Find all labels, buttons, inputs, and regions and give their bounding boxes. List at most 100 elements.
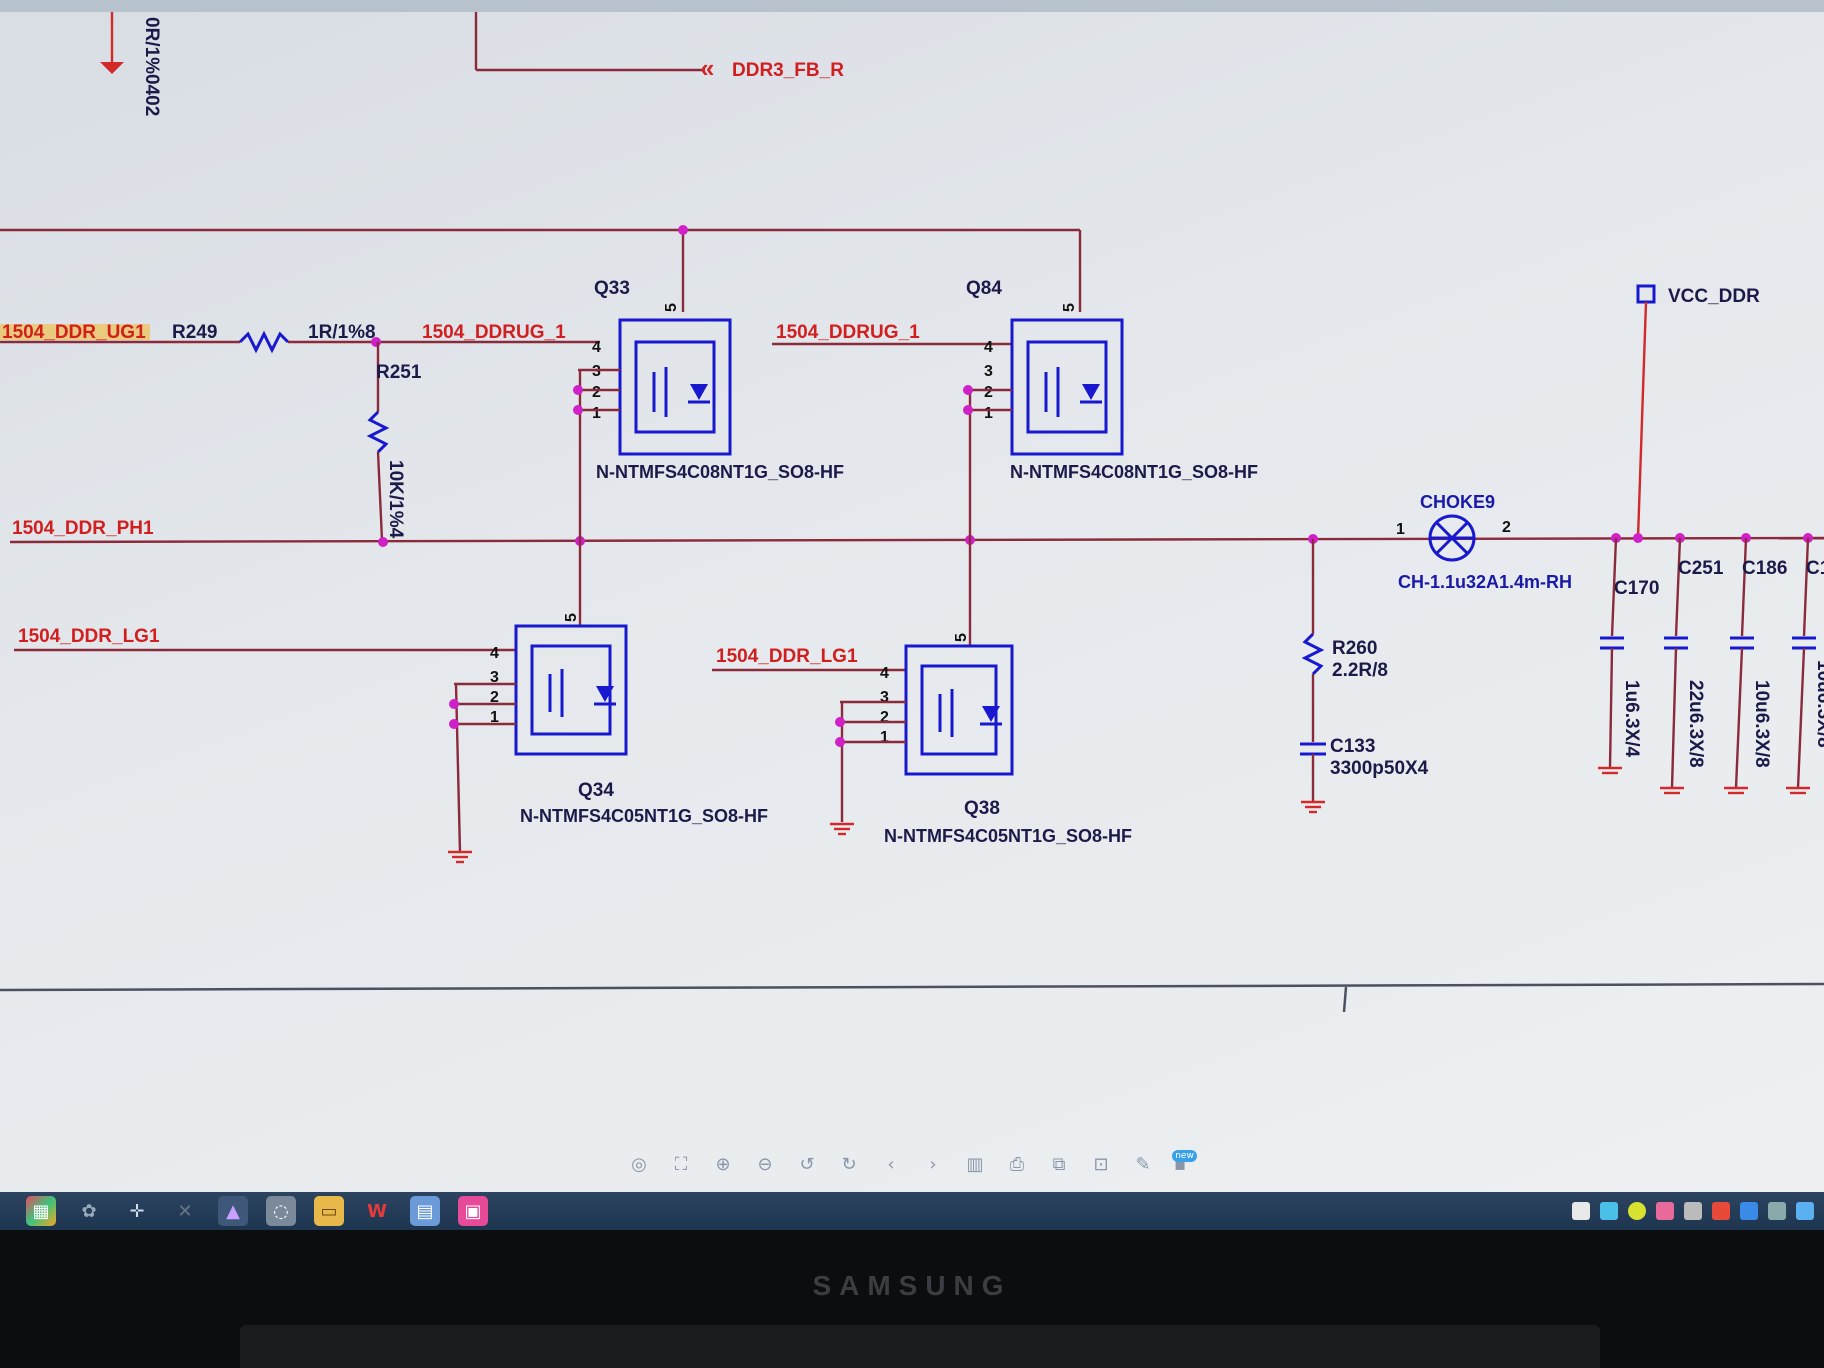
svg-text:2: 2 (1502, 519, 1511, 536)
top-left-resistor-label: 0R/1%0402 (141, 17, 162, 116)
svg-text:C170: C170 (1614, 578, 1659, 599)
svg-text:C186: C186 (1742, 558, 1787, 579)
tray-icon[interactable] (1796, 1202, 1814, 1220)
monitor-brand-logo: SAMSUNG (812, 1270, 1012, 1301)
wps-icon[interactable]: W (367, 1200, 387, 1222)
power-port-vcc-ddr[interactable]: VCC_DDR (1636, 284, 1760, 539)
tray-icon[interactable] (1684, 1202, 1702, 1220)
mosfet-q33[interactable]: Q33 5 4 3 2 1 N-NTMFS4C08NT1G_SO8-HF (573, 278, 844, 541)
net-label-drug-1: 1504_DDRUG_1 (422, 322, 566, 343)
tray-icon[interactable] (1628, 1202, 1646, 1220)
r249-ref: R249 (172, 322, 217, 343)
schematic-canvas[interactable]: 0R/1%0402 « DDR3_FB_R 1504_DDR_UG1 R249 … (0, 12, 1824, 1012)
svg-text:4: 4 (984, 339, 993, 356)
fit-screen-icon[interactable]: ⛶ (674, 1154, 688, 1175)
capacitor-c170[interactable]: C170 1u6.3X/4 (1598, 537, 1659, 775)
mosfet-q38[interactable]: 5 4 3 2 1 Q38 N-NTMFS4C05NT1G_SO8-HF (830, 540, 1132, 846)
svg-text:3: 3 (592, 363, 601, 380)
svg-text:VCC_DDR: VCC_DDR (1668, 286, 1760, 307)
svg-text:N-NTMFS4C05NT1G_SO8-HF: N-NTMFS4C05NT1G_SO8-HF (884, 826, 1132, 846)
svg-text:3: 3 (490, 669, 499, 686)
svg-text:C133: C133 (1330, 736, 1375, 757)
app-icon-5[interactable]: ▲ (218, 1196, 248, 1226)
choke-choke9[interactable]: CHOKE9 CH-1.1u32A1.4m-RH 1 2 (1396, 492, 1572, 592)
svg-text:Q33: Q33 (594, 278, 630, 299)
svg-text:CH-1.1u32A1.4m-RH: CH-1.1u32A1.4m-RH (1398, 572, 1572, 592)
net-label-ug1: 1504_DDR_UG1 (2, 322, 146, 343)
next-icon[interactable]: › (929, 1154, 937, 1175)
capacitor-partial[interactable]: C1 10u6.3X/8 (1786, 537, 1824, 795)
app-icon-4[interactable]: ✕ (177, 1200, 193, 1222)
mosfet-q84[interactable]: Q84 5 4 3 2 1 N-NTMFS4C08NT1G_SO8-HF (963, 278, 1258, 540)
delete-icon[interactable]: ▥ (966, 1154, 984, 1175)
more-icon[interactable]: ▪new (1172, 1150, 1197, 1176)
top-strip (0, 0, 1824, 12)
net-label-drug-2: 1504_DDRUG_1 (776, 322, 920, 343)
tray-icon[interactable] (1600, 1202, 1618, 1220)
tray-icon[interactable] (1656, 1202, 1674, 1220)
rotate-right-icon[interactable]: ↻ (841, 1154, 857, 1175)
screen: 0R/1%0402 « DDR3_FB_R 1504_DDR_UG1 R249 … (0, 0, 1824, 1230)
app-icon-1[interactable]: ▦ (26, 1196, 56, 1226)
print-icon[interactable]: ⎙ (1009, 1154, 1025, 1175)
zoom-out-icon[interactable]: ⊖ (757, 1154, 773, 1175)
edit-icon[interactable]: ✎ (1135, 1154, 1151, 1175)
svg-text:2: 2 (880, 709, 889, 726)
new-badge: new (1172, 1150, 1197, 1162)
svg-text:CHOKE9: CHOKE9 (1420, 492, 1495, 512)
svg-text:2: 2 (592, 384, 601, 401)
copy-icon[interactable]: ⧉ (1052, 1154, 1066, 1175)
svg-text:1: 1 (1396, 521, 1405, 538)
r251-ref: R251 (376, 362, 422, 383)
monitor-stand (240, 1325, 1600, 1368)
r249-value: 1R/1%8 (308, 322, 376, 343)
tray-icon[interactable] (1572, 1202, 1590, 1220)
svg-text:1u6.3X/4: 1u6.3X/4 (1621, 680, 1642, 758)
tray-icon[interactable] (1740, 1202, 1758, 1220)
svg-text:3300p50X4: 3300p50X4 (1330, 758, 1429, 779)
svg-text:5: 5 (663, 303, 680, 312)
doc-icon[interactable]: ▤ (410, 1196, 440, 1226)
svg-text:5: 5 (563, 613, 580, 622)
svg-text:3: 3 (984, 363, 993, 380)
capacitor-c186[interactable]: C186 10u6.3X/8 (1724, 537, 1787, 795)
offpage-connector-icon: « (700, 53, 714, 83)
svg-text:22u6.3X/8: 22u6.3X/8 (1685, 680, 1706, 768)
net-label-lg1-left: 1504_DDR_LG1 (18, 626, 160, 647)
taskbar: ▦ ✿ ✛ ✕ ▲ ◌ ▭ W ▤ ▣ (0, 1192, 1824, 1230)
svg-text:2: 2 (490, 689, 499, 706)
svg-text:4: 4 (592, 339, 601, 356)
tray-icon[interactable] (1712, 1202, 1730, 1220)
svg-text:C1: C1 (1806, 558, 1824, 579)
app-icon-6[interactable]: ◌ (266, 1196, 296, 1226)
svg-text:1: 1 (490, 709, 499, 726)
svg-text:4: 4 (490, 645, 499, 662)
capacitor-c251[interactable]: C251 22u6.3X/8 (1660, 537, 1724, 795)
monitor-bezel: SAMSUNG (0, 1230, 1824, 1368)
r251-value: 10K/1%4 (385, 460, 406, 539)
svg-text:10u6.3X/8: 10u6.3X/8 (1751, 680, 1772, 768)
svg-text:N-NTMFS4C05NT1G_SO8-HF: N-NTMFS4C05NT1G_SO8-HF (520, 806, 768, 826)
mouse-icon[interactable]: ◎ (631, 1154, 647, 1175)
net-label-lg1-middle: 1504_DDR_LG1 (716, 646, 858, 667)
zoom-in-icon[interactable]: ⊕ (715, 1154, 731, 1175)
file-explorer-icon[interactable]: ▭ (314, 1196, 344, 1226)
ph-bus-wire (9, 536, 1824, 544)
rotate-left-icon[interactable]: ↺ (799, 1154, 815, 1175)
app-icon-2[interactable]: ✿ (81, 1200, 97, 1222)
system-tray (1572, 1202, 1824, 1220)
svg-text:2: 2 (984, 384, 993, 401)
svg-text:2.2R/8: 2.2R/8 (1332, 660, 1388, 681)
svg-text:4: 4 (880, 665, 889, 682)
svg-text:3: 3 (880, 689, 889, 706)
tray-icon[interactable] (1768, 1202, 1786, 1220)
snubber-r260-c133[interactable]: R260 2.2R/8 C133 3300p50X4 (1300, 539, 1429, 814)
prev-icon[interactable]: ‹ (887, 1154, 895, 1175)
crop-icon[interactable]: ⊡ (1093, 1154, 1109, 1175)
mosfet-q34[interactable]: 5 4 3 2 1 Q34 N-NTMFS4C05NT1G_SO8-HF (448, 541, 768, 864)
svg-text:1: 1 (592, 405, 601, 422)
svg-text:1: 1 (984, 405, 993, 422)
image-viewer-toolbar: ◎ ⛶ ⊕ ⊖ ↺ ↻ ‹ › ▥ ⎙ ⧉ ⊡ ✎ ▪new (0, 1140, 1824, 1190)
app-icon-3[interactable]: ✛ (129, 1200, 145, 1222)
image-viewer-icon[interactable]: ▣ (458, 1196, 488, 1226)
